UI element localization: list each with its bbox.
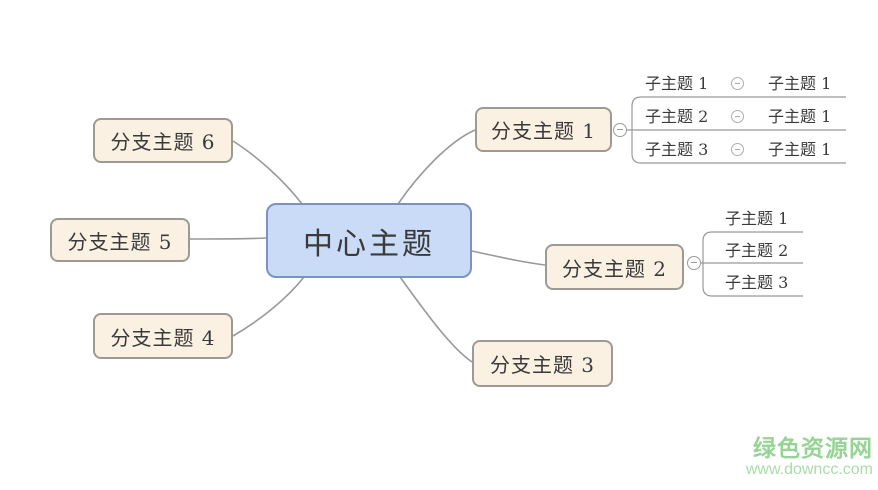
watermark: 绿色资源网 www.downcc.com xyxy=(746,435,873,478)
watermark-site-name: 绿色资源网 xyxy=(753,435,873,461)
branch1-subtopic-2-child[interactable]: 子主题 1 xyxy=(768,107,832,126)
branch-topic-6[interactable]: 分支主题 6 xyxy=(93,118,233,163)
branch2-subtopic-3[interactable]: 子主题 3 xyxy=(725,273,789,292)
connector-central-branch3 xyxy=(399,276,473,363)
branch1-subtopic-1[interactable]: 子主题 1 xyxy=(645,74,709,93)
watermark-site-url: www.downcc.com xyxy=(745,461,873,478)
connector-central-branch5 xyxy=(189,237,267,240)
connector-central-branch2 xyxy=(471,250,546,266)
branch2-subtopic-line-bottom xyxy=(702,263,803,297)
branch1-subtopic-2[interactable]: 子主题 2 xyxy=(645,107,709,126)
collapse-minus-icon-branch1-sub1[interactable] xyxy=(731,77,744,90)
branch1-subtopic-line-bottom xyxy=(631,130,846,164)
branch1-subtopic-line-top xyxy=(631,96,846,130)
branch2-subtopic-1[interactable]: 子主题 1 xyxy=(725,209,789,228)
collapse-minus-icon-branch1[interactable] xyxy=(613,123,627,137)
connector-central-branch1 xyxy=(397,129,476,205)
collapse-minus-icon-branch1-sub2[interactable] xyxy=(731,110,744,123)
branch-topic-2[interactable]: 分支主题 2 xyxy=(545,244,684,290)
central-topic[interactable]: 中心主题 xyxy=(266,203,472,278)
branch1-subtopic-1-child[interactable]: 子主题 1 xyxy=(768,74,832,93)
branch-topic-5[interactable]: 分支主题 5 xyxy=(50,218,190,262)
branch2-subtopic-2[interactable]: 子主题 2 xyxy=(725,241,789,260)
branch-topic-1[interactable]: 分支主题 1 xyxy=(475,107,612,152)
branch2-subtopic-line-top xyxy=(702,231,803,263)
connector-central-branch4 xyxy=(232,276,305,337)
collapse-minus-icon-branch1-sub3[interactable] xyxy=(731,143,744,156)
connector-central-branch6 xyxy=(232,140,303,205)
branch1-subtopic-3[interactable]: 子主题 3 xyxy=(645,140,709,159)
branch-topic-3[interactable]: 分支主题 3 xyxy=(472,340,613,387)
collapse-minus-icon-branch2[interactable] xyxy=(687,256,701,270)
branch1-subtopic-3-child[interactable]: 子主题 1 xyxy=(768,140,832,159)
branch-topic-4[interactable]: 分支主题 4 xyxy=(93,313,233,359)
